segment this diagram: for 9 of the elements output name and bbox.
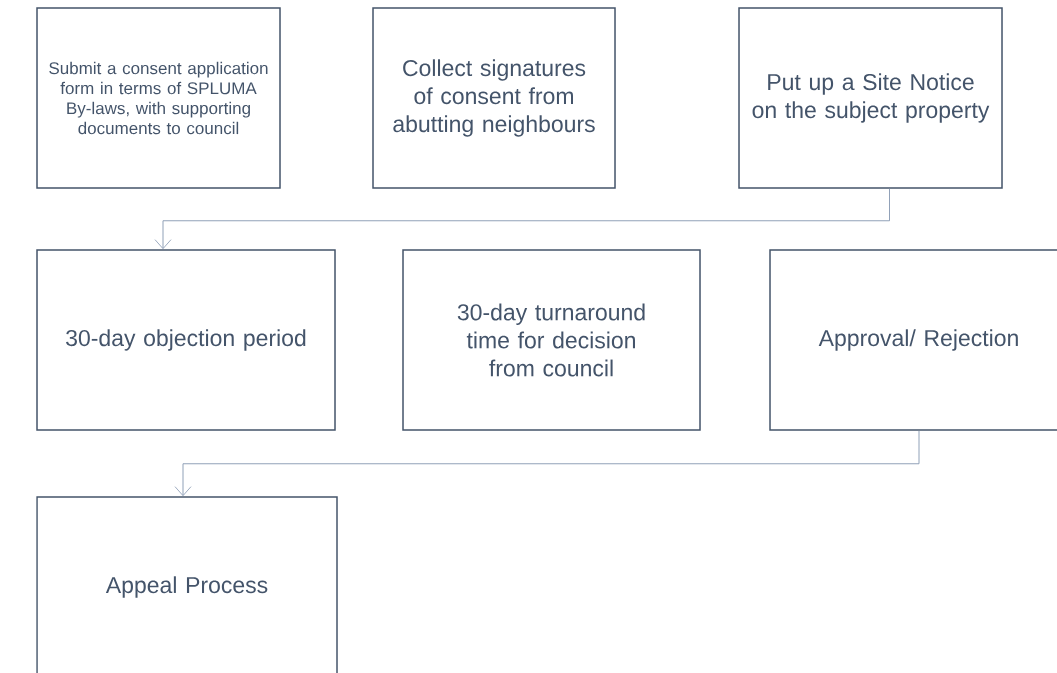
process-box: 30-day objection period — [36, 249, 336, 431]
process-box: Appeal Process — [36, 496, 338, 673]
process-box: Put up a Site Notice on the subject property — [738, 7, 1003, 189]
process-box: 30-day turnaround time for decision from council — [402, 249, 701, 431]
process-box: Collect signatures of consent from abutting neighbours — [372, 7, 616, 189]
arrow — [174, 430, 920, 497]
process-box: Approval/ Rejection — [769, 249, 1057, 431]
arrow — [154, 188, 890, 250]
process-box: Submit a consent application form in terms of SPLUMA By-laws, with supporting documents to council — [36, 7, 281, 189]
